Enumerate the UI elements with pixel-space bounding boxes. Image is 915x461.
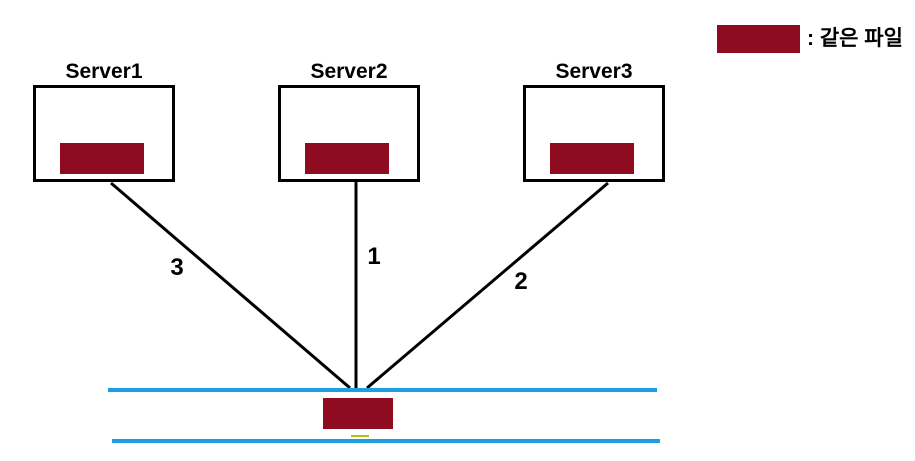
- server1-group: Server1: [33, 58, 175, 182]
- legend: : 같은 파일: [717, 25, 903, 53]
- server1-box: [33, 85, 175, 182]
- legend-label: : 같은 파일: [807, 27, 903, 50]
- connection-line-server3: [366, 181, 609, 390]
- connection-label-server1: 3: [170, 254, 184, 281]
- legend-file-swatch: [717, 25, 800, 53]
- server3-label: Server3: [555, 60, 633, 83]
- server2-group: Server2: [278, 58, 420, 182]
- connection-line-server1: [110, 181, 351, 390]
- server3-group: Server3: [523, 58, 665, 182]
- server3-file-rect: [550, 143, 634, 174]
- server1-label: Server1: [65, 60, 143, 83]
- server3-box: [523, 85, 665, 182]
- server2-label: Server2: [310, 60, 388, 83]
- network-file-rect: [323, 398, 393, 429]
- server2-file-rect: [305, 143, 389, 174]
- server1-file-rect: [60, 143, 144, 174]
- connection-label-server3: 2: [514, 268, 528, 295]
- connection-label-server2: 1: [367, 243, 381, 270]
- server2-box: [278, 85, 420, 182]
